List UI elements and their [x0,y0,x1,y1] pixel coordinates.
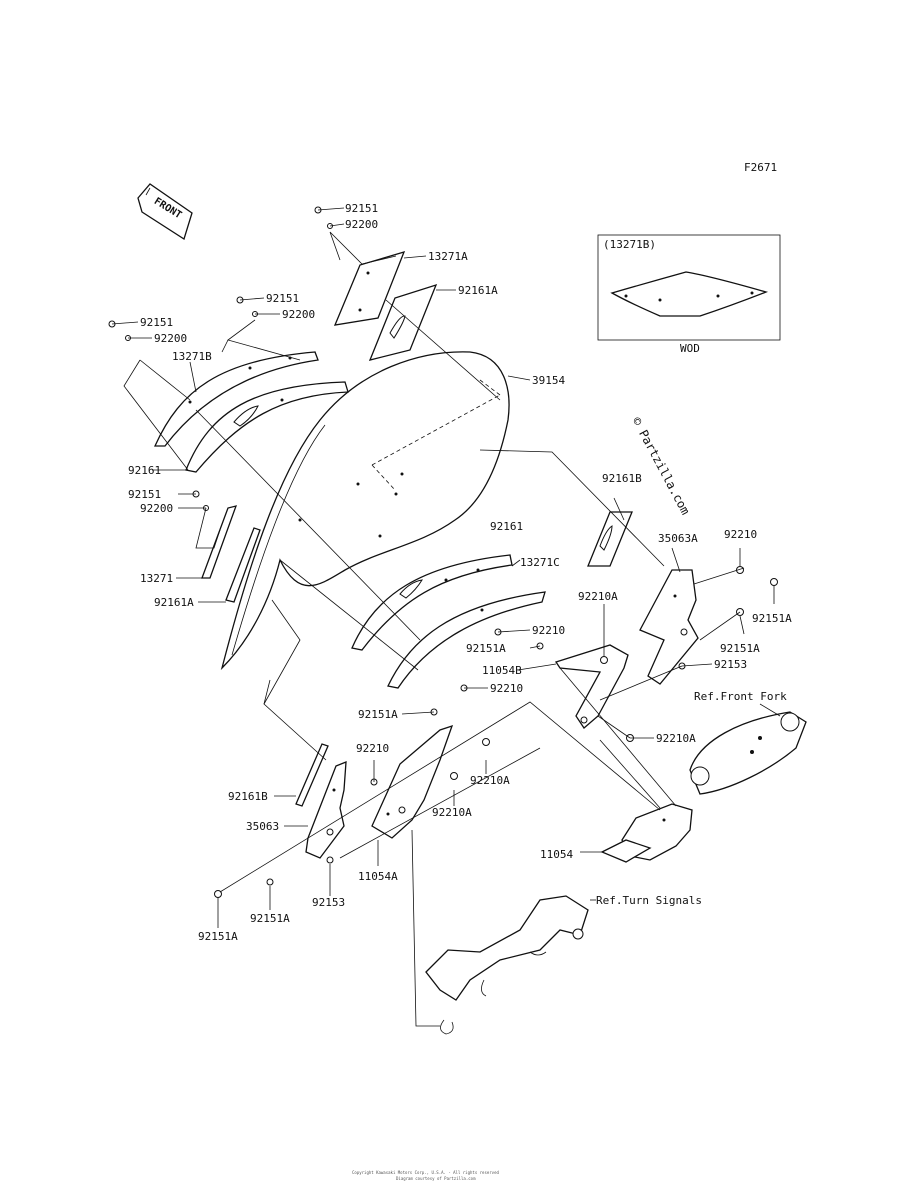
label-ref-turn-signals: Ref.Turn Signals [596,894,702,907]
label-92151-c: 92151 [140,316,173,329]
label-92200-a: 92200 [345,218,378,231]
label-92210-b: 92210 [532,624,565,637]
watermark-text: © Partzilla.com [629,415,692,517]
label-92210A-b: 92210A [656,732,696,745]
footer-line-1: Copyright Kawasaki Motors Corp., U.S.A. … [352,1170,499,1175]
label-35063: 35063 [246,820,279,833]
inset-caption: WOD [680,342,700,355]
label-92200-c: 92200 [154,332,187,345]
label-92151A-d: 92151A [358,708,398,721]
label-92210-a: 92210 [724,528,757,541]
label-11054B: 11054B [482,664,522,677]
label-39154: 39154 [532,374,565,387]
label-92161B-a: 92161B [602,472,642,485]
pad-92161-upper [185,381,349,473]
leader-lines [111,207,781,1027]
bracket-35063 [305,761,347,859]
label-92210A-a: 92210A [578,590,618,603]
label-92210A-d: 92210A [432,806,472,819]
figure-code: F2671 [744,161,777,174]
pad-92161B-right [587,511,633,567]
pad-92161A-upper [368,283,438,361]
label-92151-a: 92151 [345,202,378,215]
label-35063A: 35063A [658,532,698,545]
label-13271C: 13271C [520,556,560,569]
stay-11054B [554,644,629,729]
label-92151A-c: 92151A [720,642,760,655]
label-92151A-e: 92151A [250,912,290,925]
label-92151-d: 92151 [128,488,161,501]
trim-13271A [333,250,406,326]
label-11054: 11054 [540,848,573,861]
bracket-35063A [639,569,699,685]
front-fork-triple-clamp [689,711,807,795]
trim-13271-side [201,505,238,579]
label-ref-front-fork: Ref.Front Fork [694,690,787,703]
label-92161-a: 92161 [128,464,161,477]
bracket-11054 [600,803,693,863]
label-11054A: 11054A [358,870,398,883]
pad-92161-lower [387,591,546,689]
label-92200-b: 92200 [282,308,315,321]
windshield-39154 [220,351,510,671]
label-92151A-f: 92151A [198,930,238,943]
label-92161B-b: 92161B [228,790,268,803]
turn-signal-bracket [425,895,589,1035]
inset-box: (13271B) WOD [597,234,781,355]
label-13271B: 13271B [172,350,212,363]
stay-11054A [371,724,454,839]
label-92153-a: 92153 [714,658,747,671]
label-92151A-b: 92151A [466,642,506,655]
label-92210A-c: 92210A [470,774,510,787]
pad-92161A-side [225,527,261,603]
inset-ref-label: (13271B) [603,238,656,251]
label-92161-b: 92161 [490,520,523,533]
label-92200-d: 92200 [140,502,173,515]
label-92161A-a: 92161A [458,284,498,297]
label-92151A-a: 92151A [752,612,792,625]
label-92153-b: 92153 [312,896,345,909]
front-arrow-icon: FRONT [137,183,193,241]
label-92161A-b: 92161A [154,596,194,609]
pad-92161B-left [295,743,329,807]
footer-line-2: Diagram courtesy of Partzilla.com [396,1176,476,1181]
label-13271A: 13271A [428,250,468,263]
label-13271: 13271 [140,572,173,585]
trim-13271B [153,351,319,447]
label-92151-b: 92151 [266,292,299,305]
label-92210-d: 92210 [356,742,389,755]
part-labels: 92151 92200 13271A 92161A 92151 92200 92… [128,202,792,943]
label-92210-c: 92210 [490,682,523,695]
